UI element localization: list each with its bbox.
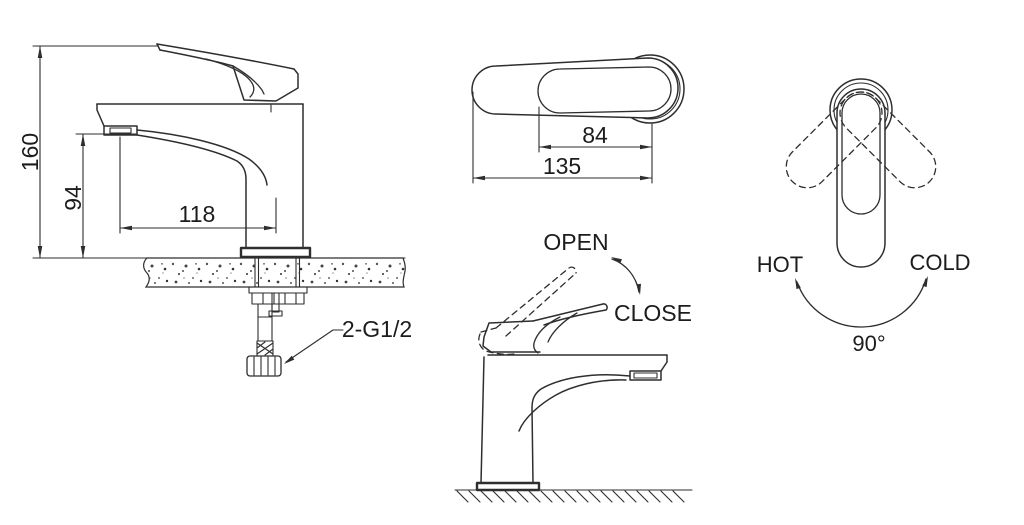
- open-lever-tip: [568, 266, 577, 274]
- dim-arrow-up-icon: [80, 134, 86, 146]
- thread-callout: 2-G1/2: [284, 316, 412, 364]
- dim-arrow-down-icon: [80, 246, 86, 258]
- operation-view: OPEN CLOSE: [454, 229, 693, 503]
- dimension-height: 160: [17, 45, 158, 259]
- spout-tip-edge: [660, 354, 668, 372]
- spout-curve-inner: [531, 374, 631, 484]
- dimension-overall-length: 135: [472, 91, 653, 184]
- counter-band: [143, 257, 406, 288]
- ground-hatching: [456, 490, 685, 503]
- locknut-facets: [262, 292, 297, 305]
- connector-nut: [246, 355, 282, 377]
- hot-label: HOT: [757, 252, 803, 277]
- open-close-annotation: OPEN CLOSE: [543, 229, 692, 326]
- spout-curve-outer: [136, 129, 268, 186]
- angle-label: 90°: [852, 331, 885, 356]
- leader-arrowhead-icon: [284, 355, 295, 364]
- open-body-bottom: [478, 333, 515, 356]
- leader-line: [285, 329, 344, 363]
- counter-surface: [32, 257, 406, 288]
- dim-arrow-left-icon: [539, 144, 551, 150]
- lever-tip-arc: [602, 303, 608, 311]
- rotation-view: HOT COLD 90°: [757, 78, 971, 356]
- lever-underside: [159, 49, 234, 67]
- aerator-inner: [633, 372, 658, 379]
- body-left-edge: [480, 356, 485, 484]
- handle-outline-inner: [537, 66, 672, 114]
- top-view: 84 135: [471, 54, 685, 184]
- stud-foot: [268, 310, 283, 317]
- handle-hot-position-dashed: [785, 91, 883, 189]
- handle-outline-outer: [471, 57, 679, 119]
- handle-plan-inner: [841, 93, 881, 215]
- lever-tip-edge: [156, 43, 161, 51]
- spout-curve-inner: [136, 134, 247, 249]
- connector-nut-facets: [253, 356, 276, 376]
- aerator-outer: [629, 370, 662, 381]
- base-flange: [475, 481, 541, 492]
- mount-hole-edges: [254, 257, 301, 288]
- dim-spout-height-label: 94: [60, 185, 86, 211]
- handle-plan-outline: [836, 88, 886, 268]
- handle-closed-position: [482, 303, 608, 354]
- lever-body-outline: [232, 65, 299, 102]
- dim-arrow-up-icon: [37, 46, 43, 58]
- dim-arrow-down-icon: [37, 246, 43, 258]
- mounting-hardware: [246, 286, 308, 377]
- cold-label: COLD: [909, 250, 970, 275]
- handle-lever: [156, 43, 299, 102]
- arrow-down-icon: [636, 283, 641, 295]
- dim-handle-length-label: 84: [582, 122, 608, 148]
- dimension-spout-reach: 118: [119, 136, 277, 234]
- handle-body-outline: [482, 320, 541, 353]
- open-lever-top: [495, 267, 570, 329]
- open-close-arrow-arc: [611, 258, 640, 293]
- rotation-arc-arrow: [796, 278, 927, 328]
- supply-shank: [257, 303, 273, 342]
- braid-texture: [256, 341, 274, 356]
- dim-arrow-right-icon: [264, 225, 276, 231]
- handle-open-position-dashed: [478, 266, 577, 356]
- handle-cold-position-dashed: [839, 91, 937, 189]
- dim-arrow-right-icon: [640, 175, 652, 181]
- body-left-edge: [96, 103, 105, 127]
- open-body-front: [480, 327, 497, 333]
- dim-overall-length-label: 135: [543, 153, 581, 179]
- mount-washer: [248, 286, 308, 294]
- dimension-spout-height: 94: [60, 133, 137, 259]
- dimension-handle-length: 84: [538, 106, 653, 184]
- lever-top-edge: [532, 303, 604, 322]
- mount-stud: [271, 292, 280, 313]
- arrow-up-icon: [611, 257, 622, 264]
- lever-scoop-curve-a: [205, 58, 255, 98]
- dim-arrow-left-icon: [120, 225, 132, 231]
- spout-curve-outer: [518, 379, 627, 432]
- faucet-body: [96, 103, 312, 259]
- lever-scoop-curve-b: [232, 65, 265, 95]
- dim-spout-reach-label: 118: [179, 201, 216, 227]
- open-label: OPEN: [543, 229, 608, 255]
- lever-top-edge: [156, 43, 295, 70]
- lever-underside: [543, 309, 607, 326]
- thread-size-label: 2-G1/2: [342, 316, 412, 342]
- side-view: 2-G1/2 160 94 118: [17, 43, 412, 377]
- dim-arrow-right-icon: [640, 144, 652, 150]
- dim-arrow-left-icon: [473, 175, 485, 181]
- aerator-inner: [109, 127, 132, 134]
- lever-scoop-curve-a: [533, 316, 561, 354]
- dim-height-label: 160: [17, 133, 43, 171]
- arrow-cold-icon: [922, 276, 928, 288]
- close-label: CLOSE: [614, 300, 692, 326]
- lever-scoop-curve-b: [547, 312, 578, 343]
- faucet-body-operation: [454, 354, 693, 503]
- arrow-hot-icon: [795, 278, 801, 290]
- base-flange: [239, 246, 312, 259]
- hot-cold-annotation: HOT COLD 90°: [757, 250, 971, 356]
- open-lever-bottom: [505, 272, 577, 337]
